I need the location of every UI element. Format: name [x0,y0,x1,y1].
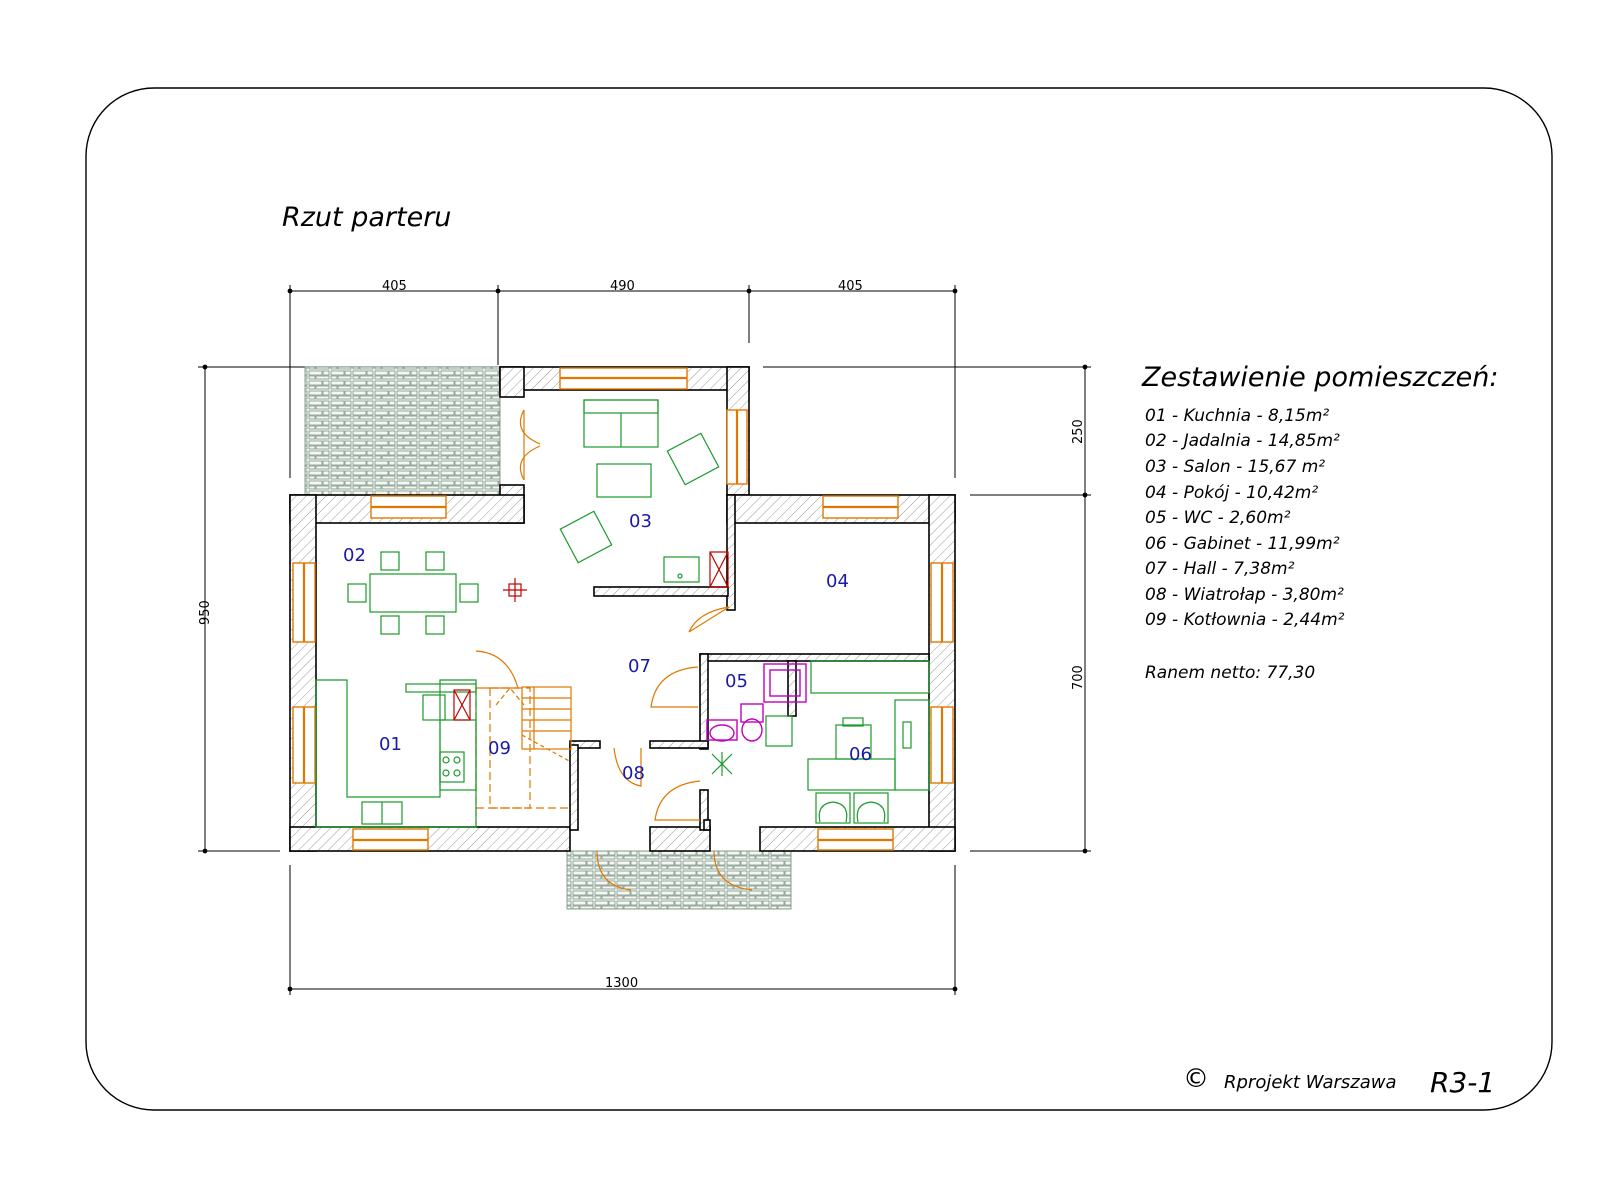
schedule-total: Ranem netto: 77,30 [1145,663,1315,683]
room-label-05: 05 [725,671,748,692]
room-label-09: 09 [488,738,511,759]
copyright-icon: © [1183,1064,1209,1094]
staircase [475,686,572,828]
dim-left-total: 950 [198,600,213,625]
schedule-heading: Zestawienie pomieszczeń: [1141,362,1498,393]
schedule-item-05: 05 - WC - 2,60m² [1145,508,1291,528]
footer-drawing-code: R3-1 [1430,1066,1495,1099]
schedule-item-09: 09 - Kotłownia - 2,44m² [1145,610,1345,630]
dim-top-middle: 490 [610,279,635,294]
wc-fixtures [706,663,807,742]
dim-right-lower: 700 [1071,665,1086,690]
schedule-item-03: 03 - Salon - 15,67 m² [1145,457,1325,477]
schedule-item-04: 04 - Pokój - 10,42m² [1145,483,1318,503]
room-label-04: 04 [826,571,849,592]
ceiling-light-icon [711,752,733,776]
schedule-item-08: 08 - Wiatrołap - 3,80m² [1145,585,1344,605]
chimneys [453,551,729,721]
room-label-08: 08 [622,763,645,784]
room-label-03: 03 [629,511,652,532]
room-label-07: 07 [628,656,651,677]
windows [292,367,954,851]
terrace-paving [304,366,501,498]
dim-bottom-total: 1300 [605,976,638,991]
dim-top-right: 405 [838,279,863,294]
interior-walls [569,494,930,831]
dim-top-left: 405 [382,279,407,294]
entrance-paving [566,850,792,910]
schedule-item-02: 02 - Jadalnia - 14,85m² [1145,431,1340,451]
schedule-item-06: 06 - Gabinet - 11,99m² [1145,534,1340,554]
sheet-frame [85,87,1553,1111]
footer-company: Rprojekt Warszawa [1224,1072,1396,1093]
plan-title: Rzut parteru [282,202,451,233]
schedule-item-01: 01 - Kuchnia - 8,15m² [1145,406,1329,426]
furniture-office [765,660,930,824]
doors [475,409,753,891]
dimension-lines [198,285,1091,995]
furniture-dining [347,551,479,635]
schedule-item-07: 07 - Hall - 7,38m² [1145,559,1295,579]
furniture-salon [559,399,720,583]
dim-right-upper: 250 [1071,419,1086,444]
room-label-06: 06 [849,744,872,765]
room-label-01: 01 [379,734,402,755]
room-label-02: 02 [343,545,366,566]
